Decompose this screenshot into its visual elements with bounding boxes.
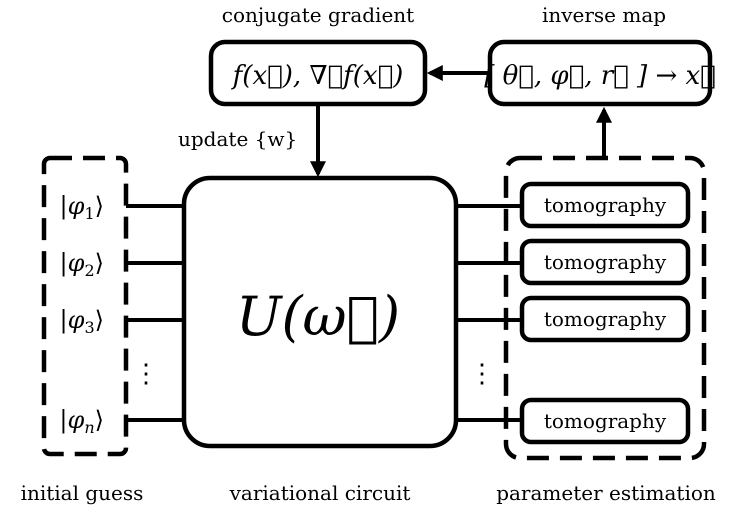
inverse-map-label: inverse map [542,3,666,27]
input-ellipsis: ⋮ [133,359,159,389]
state-subscript: 2 [84,261,94,280]
input-state-3: |φ3⟩ [60,306,104,337]
tomography-box-1 [519,181,691,229]
state-symbol: φ [68,306,85,334]
gradient-box [208,39,428,107]
tomography-box-2 [519,238,691,286]
tomography-label-n: tomography [544,409,667,433]
input-state-n: |φn⟩ [59,406,104,437]
tomography-label-3: tomography [544,307,667,331]
state-symbol: φ [68,406,85,434]
unitary-box [181,175,459,449]
conjugate-gradient-label: conjugate gradient [222,3,414,27]
variational-circuit-label: variational circuit [229,481,411,505]
output-ellipsis: ⋮ [469,359,495,389]
tomography-label-1: tomography [544,193,667,217]
tomography-box-n [519,397,691,445]
state-symbol: φ [68,192,85,220]
unitary-label: U(ω⃗) [236,285,400,348]
initial-guess-label: initial guess [21,481,144,505]
gradient-formula: f(x⃗), ∇⃗f(x⃗) [231,61,404,91]
inverse-map-box [487,39,713,107]
inverse-formula: [ θ⃗, φ⃗, r⃗ ] → x⃗ [484,61,716,91]
input-state-2: |φ2⟩ [60,249,104,280]
state-subscript: n [84,418,94,437]
parameter-estimation-group [503,155,707,461]
state-subscript: 1 [84,204,94,223]
parameter-estimation-label: parameter estimation [496,481,716,505]
input-state-1: |φ1⟩ [60,192,104,223]
state-symbol: φ [68,249,85,277]
state-subscript: 3 [84,318,94,337]
update-label: update {w} [178,127,297,151]
tomography-box-3 [519,295,691,343]
initial-guess-group [41,155,129,457]
tomography-label-2: tomography [544,250,667,274]
